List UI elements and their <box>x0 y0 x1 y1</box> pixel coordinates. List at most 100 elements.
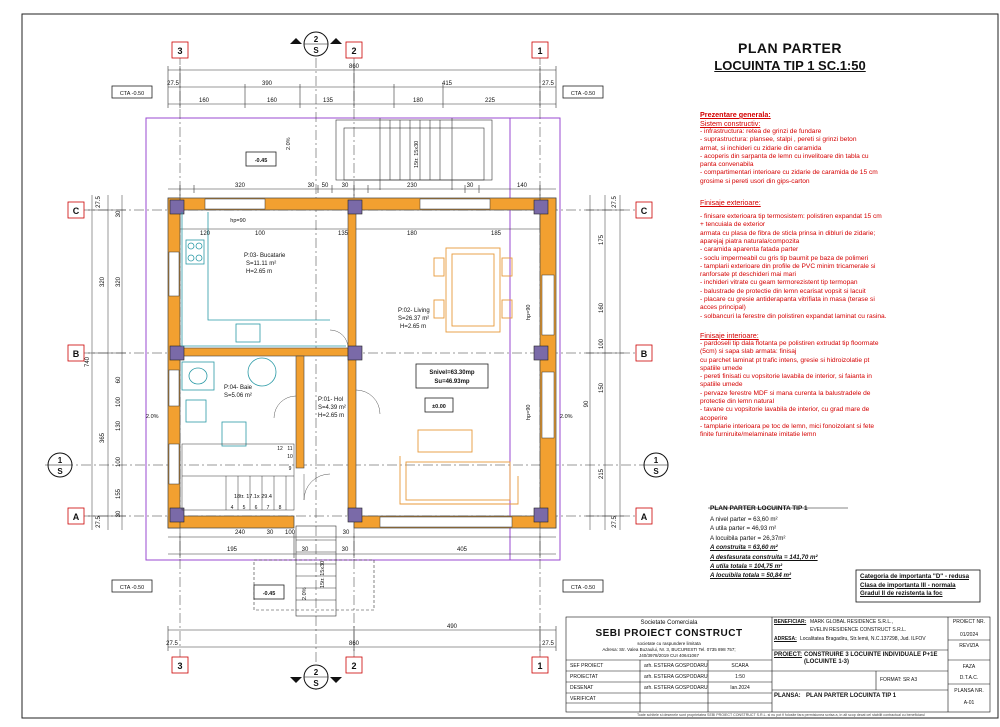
dim-right-d: 100 <box>599 338 605 349</box>
proiect-nr-value: 01/2024 <box>959 632 979 638</box>
bathroom-fixtures <box>181 357 277 447</box>
axis-marker-3-top <box>171 41 189 59</box>
axis-marker-a-left <box>67 507 85 525</box>
dim-left2-h: 30 <box>116 510 122 517</box>
section-arrow-icon <box>330 677 342 683</box>
beneficiar-line2: EVELIN RESIDENCE CONSTRUCT S.R.L. <box>810 627 907 633</box>
stair-step-number: 11 <box>287 446 292 452</box>
dim-left-c: 740 <box>85 356 91 367</box>
room-name-living: P:02- Living <box>398 308 430 314</box>
axis-marker-1-bottom <box>531 656 549 674</box>
stair-step-number: 9 <box>289 466 292 472</box>
general-sub2: Finisaje exterioare: <box>700 198 761 208</box>
beneficiar-label: BENEFICIAR: <box>774 619 807 625</box>
dim-upper-b: 30 <box>308 183 315 189</box>
sheet-frame <box>21 13 999 719</box>
general-line1-2: armat, si inchideri cu zidarie din caram… <box>700 144 822 152</box>
general-line3-7: protectie din lemn natural <box>700 398 775 406</box>
dim-mid-a: 120 <box>200 231 211 237</box>
summary-title: PLAN PARTER LOCUINTA TIP 1 <box>710 505 808 512</box>
plansa-label: PLANSA: <box>774 693 801 699</box>
dim-mid-d: 180 <box>407 231 418 237</box>
title-block-grid <box>565 616 991 713</box>
axis-label-a-left: A <box>73 512 80 522</box>
role-3-name: arh. ESTERA GOSPODARU <box>644 685 708 691</box>
general-line3-10: - tamplarie interioara pe toc de lemn, m… <box>700 422 875 430</box>
room-name-hall: P:01- Hol <box>318 397 343 403</box>
dim-left2-f: 100 <box>116 456 122 467</box>
cta-label-tr: CTA -0.50 <box>571 91 595 97</box>
role-1-name: arh. ESTERA GOSPODARU <box>644 663 708 669</box>
general-line2-4: - caramida aparenta fatada parter <box>700 246 799 254</box>
general-line2-8: - inchideri vitrate cu geam termoreziste… <box>700 279 858 287</box>
category-line3: Gradul II de rezistenta la foc <box>860 590 943 598</box>
sheet-title-line1: PLAN PARTER <box>737 40 843 56</box>
role-2: PROIECTAT <box>570 674 598 680</box>
sheet-title: PLAN PARTER LOCUINTA TIP 1 SC.1:50 <box>690 40 890 73</box>
cta-label-tl: CTA -0.50 <box>120 91 144 97</box>
entrance-steps-bottom <box>253 525 375 617</box>
axis-marker-c-right <box>635 201 653 219</box>
interior-stairs <box>181 443 295 511</box>
proiect-nr-label: PROIECT NR. <box>952 619 986 625</box>
windows <box>168 198 555 528</box>
stair-step-number: 7 <box>267 505 270 511</box>
scara-value: 1:50 <box>735 674 745 680</box>
axis-label-b-right: B <box>641 349 648 359</box>
role-2-name: arh. ESTERA GOSPODARU <box>644 674 708 680</box>
dim-upper-g: 140 <box>517 183 528 189</box>
dim-left2-g: 155 <box>116 488 122 499</box>
dim-upper-e: 230 <box>407 183 418 189</box>
section-number-right: 1 <box>654 456 659 465</box>
dim-left-e: 27.5 <box>96 516 102 528</box>
general-line1-0: - infrastructura: retea de grinzi de fun… <box>700 128 822 135</box>
stairs-label-interior: 18tr. 17.1x 29.4 <box>234 494 272 500</box>
dim-bottom-490: 490 <box>447 624 458 630</box>
dim-bottom-total: 860 <box>349 641 360 647</box>
dim-bottom-d: 405 <box>457 547 468 553</box>
cta-box-bl <box>111 579 153 593</box>
axis-marker-2-top <box>345 41 363 59</box>
general-line3-3: spatiile umede <box>700 364 743 372</box>
dim-bottom-27-b: 27.5 <box>542 641 554 647</box>
plansa-value: PLAN PARTER LOCUINTA TIP 1 <box>806 693 897 699</box>
level-box-bottom <box>253 584 285 600</box>
entrance-terrace-top <box>335 118 493 190</box>
faza-label: FAZA <box>962 664 976 670</box>
general-line3-0: - pardoseli tip dala flotanta pe polisti… <box>700 339 879 347</box>
room-height-hall: H=2.65 m <box>318 413 344 419</box>
axis-marker-a-right <box>635 507 653 525</box>
dim-left-a: 27.5 <box>96 196 102 208</box>
company-name: SEBI PROIECT CONSTRUCT <box>595 628 743 639</box>
dim-left-b: 320 <box>100 276 106 287</box>
axis-marker-b-left <box>67 344 85 362</box>
axis-label-a-right: A <box>641 512 648 522</box>
role-4: VERIFICAT <box>570 696 596 702</box>
room-area-kitchen: S=11.11 m² <box>246 261 276 267</box>
zero-level-box <box>424 397 454 413</box>
dim-upper-c: 50 <box>322 183 329 189</box>
general-sub3: Finisaje interioare: <box>700 330 759 340</box>
company-label: Societate Comerciala <box>640 620 698 626</box>
slope-label-right: 2.0% <box>560 414 573 420</box>
axis-label-2-top: 2 <box>351 46 356 56</box>
section-letter-top: S <box>313 46 319 55</box>
dimension-lines-top <box>91 69 621 648</box>
general-line2-7: ranforsate pt deschideri mai mari <box>700 271 797 279</box>
format-value: FORMAT: SR A3 <box>880 677 918 683</box>
proiect-value: CONSTRUIRE 3 LOCUINTE INDIVIDUALE P+1E (… <box>804 652 938 665</box>
dim-bottom-a: 195 <box>227 547 238 553</box>
general-line2-0: - finisare exterioara tip termosistem: p… <box>700 213 882 221</box>
area-box <box>415 363 489 389</box>
area-summary: PLAN PARTER LOCUINTA TIP 1 A nivel parte… <box>710 505 860 581</box>
general-line1-3: - acoperis din sarpanta de lemn cu invel… <box>700 152 869 160</box>
axis-lines <box>45 40 670 690</box>
kitchen-counter <box>181 212 346 347</box>
dim-bottom2-d: 30 <box>343 530 350 536</box>
room-area-living: S=26.37 m² <box>398 316 429 322</box>
stair-step-number: 6 <box>255 505 258 511</box>
general-lines3: - pardoseli tip dala flotanta pe polisti… <box>700 340 990 440</box>
dim-left2-b: 320 <box>116 276 122 287</box>
